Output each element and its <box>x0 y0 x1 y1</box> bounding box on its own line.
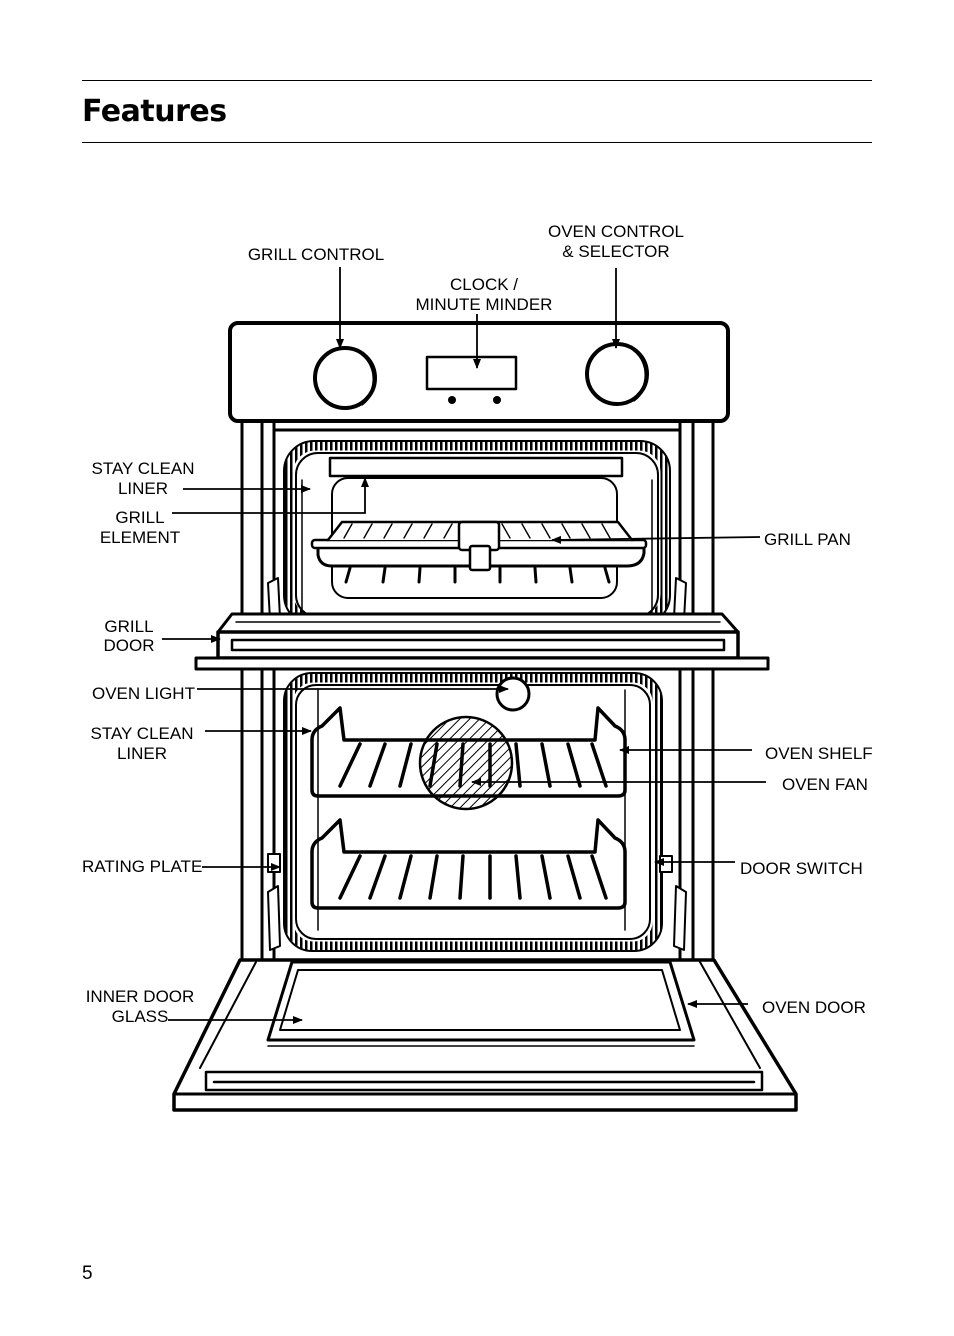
oven-illustration <box>172 321 798 1112</box>
oven-cavity <box>283 672 663 952</box>
oven-shelf-upper <box>310 706 627 798</box>
label-clock-line2: MINUTE MINDER <box>416 295 553 314</box>
label-inner-door-glass-line1: INNER DOOR <box>86 987 195 1006</box>
label-oven-light: OVEN LIGHT <box>92 684 195 703</box>
label-oven-control-line1: OVEN CONTROL <box>548 222 684 241</box>
label-grill-door-line1: GRILL <box>104 617 153 636</box>
label-stay-clean-liner-top-line1: STAY CLEAN <box>92 459 195 478</box>
page-number: 5 <box>82 1263 93 1284</box>
grill-pan <box>310 520 648 584</box>
oven-door <box>172 958 798 1112</box>
label-grill-element-line1: GRILL <box>115 508 164 527</box>
oven-light <box>495 676 531 712</box>
leader-lines <box>162 267 766 1024</box>
label-grill-door-line2: DOOR <box>104 636 155 655</box>
label-grill-control: GRILL CONTROL <box>248 245 384 264</box>
oven-shelf-lower <box>310 818 627 910</box>
label-stay-clean-liner-top-line2: LINER <box>118 479 168 498</box>
label-rating-plate: RATING PLATE <box>82 857 202 876</box>
label-grill-pan: GRILL PAN <box>764 530 851 549</box>
header-rule-top <box>82 80 872 81</box>
label-oven-shelf: OVEN SHELF <box>765 744 873 763</box>
callout-labels: GRILL CONTROL OVEN CONTROL & SELECTOR CL… <box>82 222 873 1026</box>
label-oven-control-line2: & SELECTOR <box>562 242 669 261</box>
label-oven-fan: OVEN FAN <box>782 775 868 794</box>
label-inner-door-glass-line2: GLASS <box>112 1007 169 1026</box>
header-rule-bottom <box>82 142 872 143</box>
page-title: Features <box>82 94 227 129</box>
label-stay-clean-liner-bottom-line2: LINER <box>117 744 167 763</box>
grill-door <box>194 612 770 671</box>
label-oven-door: OVEN DOOR <box>762 998 866 1017</box>
grill-cavity <box>283 440 671 626</box>
cabinet-frame <box>240 419 715 962</box>
label-clock-line1: CLOCK / <box>450 275 518 294</box>
label-door-switch: DOOR SWITCH <box>740 859 863 878</box>
label-grill-element-line2: ELEMENT <box>100 528 180 547</box>
label-stay-clean-liner-bottom-line1: STAY CLEAN <box>91 724 194 743</box>
control-panel <box>228 321 730 423</box>
